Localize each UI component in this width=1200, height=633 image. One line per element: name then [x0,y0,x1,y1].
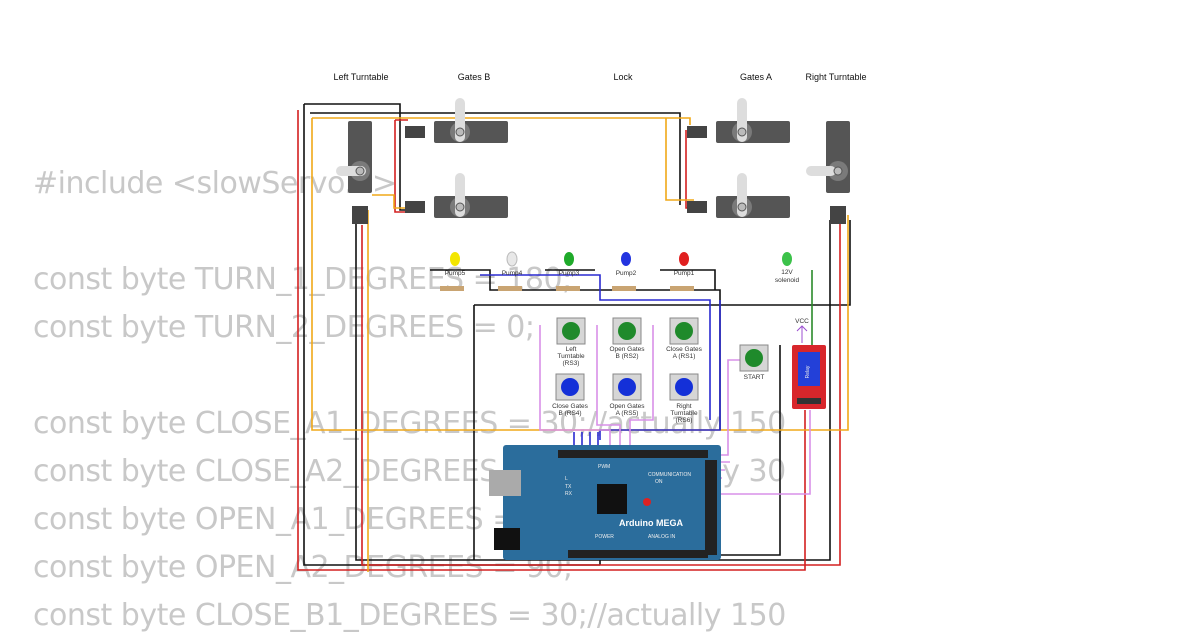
code-line: const byte OPEN_A2_DEGREES = 90; [33,550,573,585]
led-pump4[interactable]: Pump4 [498,251,523,291]
title-left-turntable: Left Turntable [333,72,388,82]
code-line: const byte CLOSE_A1_DEGREES = 30;//actua… [33,406,786,441]
relay-vcc-label: VCC [795,318,809,325]
led-pump1-label: Pump1 [674,270,695,277]
button-right-turntable[interactable]: Right Turntable (RS6) [669,373,699,424]
led-pump5[interactable]: Pump5 [440,252,466,291]
button-close-gates-a-label-2: A (RS1) [673,353,696,360]
button-left-turntable-label-1: Left [566,346,577,353]
arduino-power-label: POWER [595,534,614,540]
led-pump4-label: Pump4 [502,270,523,277]
button-close-gates-a-label-1: Close Gates [666,346,703,353]
relay-module[interactable]: VCC Relay [792,318,826,409]
led-12v-label: 12V [781,269,793,276]
title-gates-b: Gates B [458,72,491,82]
title-lock: Lock [613,72,633,82]
button-open-gates-b-label-2: B (RS2) [615,353,638,360]
servo-gates-a-1[interactable] [687,98,790,143]
button-open-gates-b-label-1: Open Gates [609,346,645,353]
relay-text: Relay [805,365,811,378]
button-close-gates-b-label-2: B (RS4) [558,410,581,417]
led-pump2-label: Pump2 [616,270,637,277]
servo-left-turntable[interactable] [336,121,372,224]
servo-right-turntable[interactable] [806,121,850,224]
button-start[interactable]: START [739,344,769,381]
title-gates-a: Gates A [740,72,772,82]
code-line: const byte CLOSE_B1_DEGREES = 30;//actua… [33,598,786,633]
button-right-turntable-label-3: (RS6) [676,417,693,424]
led-pump5-label: Pump5 [445,270,466,277]
led-12v-solenoid[interactable]: 12V solenoid [775,252,800,284]
arduino-rx-label: RX [565,491,573,497]
button-left-turntable-label-3: (RS3) [563,360,580,367]
arduino-l-label: L [565,476,568,482]
button-open-gates-a[interactable]: Open Gates A (RS5) [609,373,645,417]
led-pump1[interactable]: Pump1 [670,252,695,291]
led-row: Pump5 Pump4 Pump3 Pump2 Pump1 12V soleno… [440,251,800,291]
led-pump3[interactable]: Pump3 [556,252,580,291]
servo-gates-b-2[interactable] [405,173,508,218]
led-pump3-label: Pump3 [559,270,580,277]
code-line: const byte TURN_2_DEGREES = 0; [33,310,535,345]
button-right-turntable-label-1: Right [676,403,691,410]
servo-gates-a-2[interactable] [687,173,790,218]
arduino-tx-label: TX [565,484,572,490]
button-start-label: START [744,374,765,381]
arduino-analog-label: ANALOG IN [648,534,676,540]
button-close-gates-b[interactable]: Close Gates B (RS4) [552,373,589,417]
servo-gates-b-1[interactable] [405,98,508,143]
title-right-turntable: Right Turntable [805,72,866,82]
button-right-turntable-label-2: Turntable [670,410,698,417]
led-pump2[interactable]: Pump2 [612,252,637,291]
arduino-mega-board[interactable]: PWM COMMUNICATION POWER ANALOG IN ON L T… [489,445,721,560]
button-open-gates-a-label-1: Open Gates [609,403,645,410]
button-close-gates-a[interactable]: Close Gates A (RS1) [666,317,703,360]
button-open-gates-a-label-2: A (RS5) [616,410,639,417]
button-close-gates-b-label-1: Close Gates [552,403,589,410]
arduino-name: Arduino MEGA [619,518,683,528]
arduino-communication-label: COMMUNICATION [648,472,691,478]
button-open-gates-b[interactable]: Open Gates B (RS2) [609,317,645,360]
code-line: const byte TURN_1_DEGREES = 180; [33,262,572,297]
arduino-pwm-label: PWM [598,464,610,470]
led-solenoid-label: solenoid [775,277,800,284]
button-left-turntable[interactable]: Left Turntable (RS3) [556,317,586,367]
arduino-on-label: ON [655,479,663,485]
button-left-turntable-label-2: Turntable [557,353,585,360]
